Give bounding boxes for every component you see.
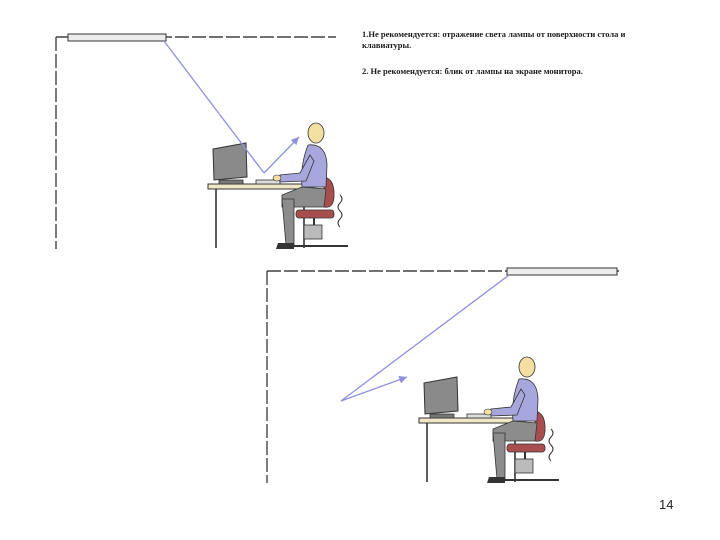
- ceiling-lamp: [506, 267, 618, 276]
- caption-desk-reflection: 1.Не рекомендуется: отражение света ламп…: [362, 29, 626, 50]
- light-ray-reflected: [340, 376, 408, 402]
- light-ray-reflected: [263, 136, 300, 174]
- caption-monitor-glare: 2. Не рекомендуется: блик от лампы на эк…: [362, 66, 583, 76]
- page-number: 14: [659, 497, 674, 512]
- scene-desk-reflection: [55, 33, 349, 250]
- light-ray-incident: [163, 40, 265, 174]
- light-ray-incident: [340, 274, 510, 402]
- ceiling-lamp: [67, 33, 167, 42]
- scene-monitor-glare: [266, 267, 619, 484]
